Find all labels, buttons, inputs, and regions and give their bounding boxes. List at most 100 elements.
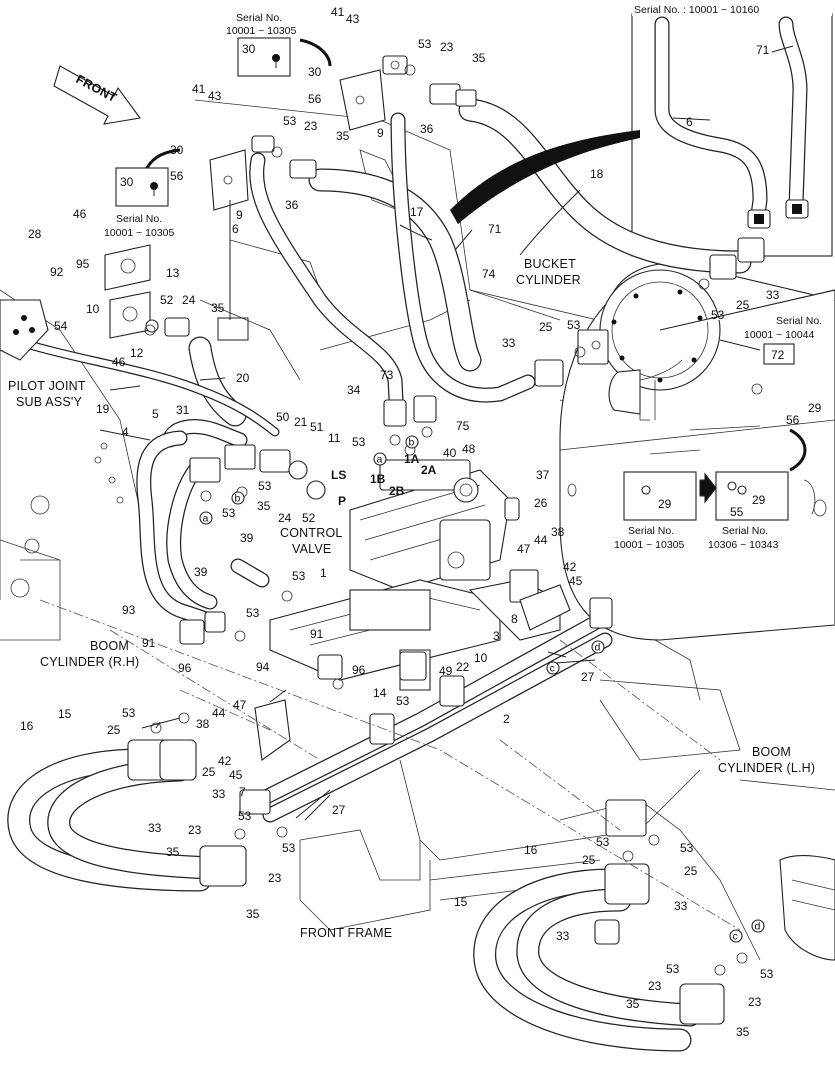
- callout-91-left: 91: [142, 636, 156, 650]
- callout-25-left-upper: 25: [107, 723, 121, 737]
- callout-14: 14: [373, 686, 387, 700]
- callout-40: 40: [443, 446, 457, 460]
- callout-74: 74: [482, 267, 496, 281]
- callout-93: 93: [122, 603, 136, 617]
- serial-note-left-line1: Serial No.: [116, 213, 162, 225]
- callout-35-valve: 35: [257, 499, 271, 513]
- centerlines: [39, 599, 741, 931]
- boxed-callout-72: 72: [771, 348, 785, 362]
- serial-pointer-arrows: [143, 38, 807, 504]
- port-label-p: P: [338, 494, 346, 508]
- label-pilot-joint-line1: PILOT JOINT: [8, 379, 86, 393]
- port-label-2b: 2B: [389, 484, 405, 498]
- callout-7: 7: [239, 785, 246, 799]
- callout-53-lower-a: 53: [238, 809, 252, 823]
- label-boom-cylinder-lh-line2: CYLINDER (L.H): [718, 761, 815, 775]
- callout-71-box: 71: [756, 43, 770, 57]
- callout-20: 20: [236, 371, 250, 385]
- port-label-1b: 1B: [370, 472, 386, 486]
- callout-5: 5: [152, 407, 159, 421]
- callout-37: 37: [536, 468, 550, 482]
- callout-23-right-a: 23: [648, 979, 662, 993]
- label-pilot-joint-line2: SUB ASS'Y: [16, 395, 82, 409]
- callout-47-lower: 47: [233, 698, 247, 712]
- callout-54: 54: [54, 319, 68, 333]
- callout-22: 22: [456, 660, 470, 674]
- port-label-1a: 1A: [404, 452, 420, 466]
- circled-letter-d-boom: d: [755, 921, 761, 933]
- callout-94: 94: [256, 660, 270, 674]
- callout-23-right-b: 23: [748, 995, 762, 1009]
- circled-letter-a-valve: a: [377, 454, 383, 466]
- callout-15-left: 15: [58, 707, 72, 721]
- serial-note-right-b-line2: 10306 ~ 10343: [708, 539, 779, 551]
- callout-23-lower-a: 23: [188, 823, 202, 837]
- callout-33-left-upper: 33: [212, 787, 226, 801]
- callout-56-left: 56: [170, 169, 184, 183]
- callout-33-cylinder: 33: [502, 336, 516, 350]
- callout-19: 19: [96, 402, 110, 416]
- serial-note-right-b-line1: Serial No.: [722, 525, 768, 537]
- callout-35-lower-b: 35: [246, 907, 260, 921]
- callout-38-lower: 38: [196, 717, 210, 731]
- callout-53-block: 53: [222, 506, 236, 520]
- upper-hydraulic-tubes: [25, 98, 752, 630]
- callout-27-left: 27: [332, 803, 346, 817]
- callout-45-lower: 45: [229, 768, 243, 782]
- callout-46-upper: 46: [73, 207, 87, 221]
- callout-15-right: 15: [454, 895, 468, 909]
- label-bucket-cylinder-line1: BUCKET: [524, 257, 576, 271]
- callout-27-right: 27: [581, 670, 595, 684]
- callout-95: 95: [76, 257, 90, 271]
- callout-50: 50: [276, 410, 290, 424]
- callout-12: 12: [130, 346, 144, 360]
- circled-letter-b-valve: b: [409, 437, 415, 449]
- callout-51: 51: [310, 420, 324, 434]
- circled-letter-c-frame: c: [550, 663, 555, 675]
- callout-53-right-a: 53: [596, 835, 610, 849]
- fittings-and-brackets: [0, 55, 765, 1025]
- callout-13: 13: [166, 266, 180, 280]
- label-boom-cylinder-rh-line1: BOOM: [90, 639, 129, 653]
- valve-port-labels: LS P 1A 1B 2A 2B: [331, 452, 437, 508]
- callout-6: 6: [232, 222, 239, 236]
- callout-6-box: 6: [686, 115, 693, 129]
- callout-17: 17: [410, 205, 424, 219]
- callout-53-top: 53: [418, 37, 432, 51]
- callout-38-upper: 38: [551, 525, 565, 539]
- component-labels: BUCKET CYLINDER PILOT JOINT SUB ASS'Y CO…: [8, 257, 815, 940]
- callout-9-top: 9: [377, 126, 384, 140]
- serial-note-top-left-line2: 10001 ~ 10305: [226, 25, 297, 37]
- label-boom-cylinder-rh-line2: CYLINDER (R.H): [40, 655, 139, 669]
- callout-35-left: 35: [336, 129, 350, 143]
- label-boom-cylinder-lh-line1: BOOM: [752, 745, 791, 759]
- leader-lines: [99, 189, 761, 821]
- callout-71: 71: [488, 222, 502, 236]
- callout-48: 48: [462, 442, 476, 456]
- circled-letter-c-boom: c: [733, 931, 738, 943]
- callout-28: 28: [28, 227, 42, 241]
- callout-23-left: 23: [304, 119, 318, 133]
- label-front-frame: FRONT FRAME: [300, 926, 392, 940]
- callout-33-right-a: 33: [674, 899, 688, 913]
- serial-note-right-a-line1: Serial No.: [628, 525, 674, 537]
- circled-letter-d-frame: d: [595, 642, 601, 654]
- label-control-valve-line2: VALVE: [292, 542, 331, 556]
- callout-24-upper: 24: [182, 293, 196, 307]
- callout-35-top: 35: [472, 51, 486, 65]
- callout-56-right: 56: [786, 413, 800, 427]
- callout-3: 3: [493, 629, 500, 643]
- circled-letter-b-left: b: [235, 493, 241, 505]
- callout-47-upper: 47: [517, 542, 531, 556]
- callout-53-clamp: 53: [396, 694, 410, 708]
- callout-43-top: 43: [346, 12, 360, 26]
- callout-53-right: 53: [711, 308, 725, 322]
- callout-53-flange: 53: [246, 606, 260, 620]
- callout-42-upper: 42: [563, 560, 577, 574]
- callout-53-cylinder: 53: [567, 318, 581, 332]
- callout-33-left-lower: 33: [148, 821, 162, 835]
- serial-note-right-upper-line1: Serial No.: [776, 315, 822, 327]
- boxed-callout-30-left: 30: [120, 175, 134, 189]
- boxed-callout-29-b: 29: [752, 493, 766, 507]
